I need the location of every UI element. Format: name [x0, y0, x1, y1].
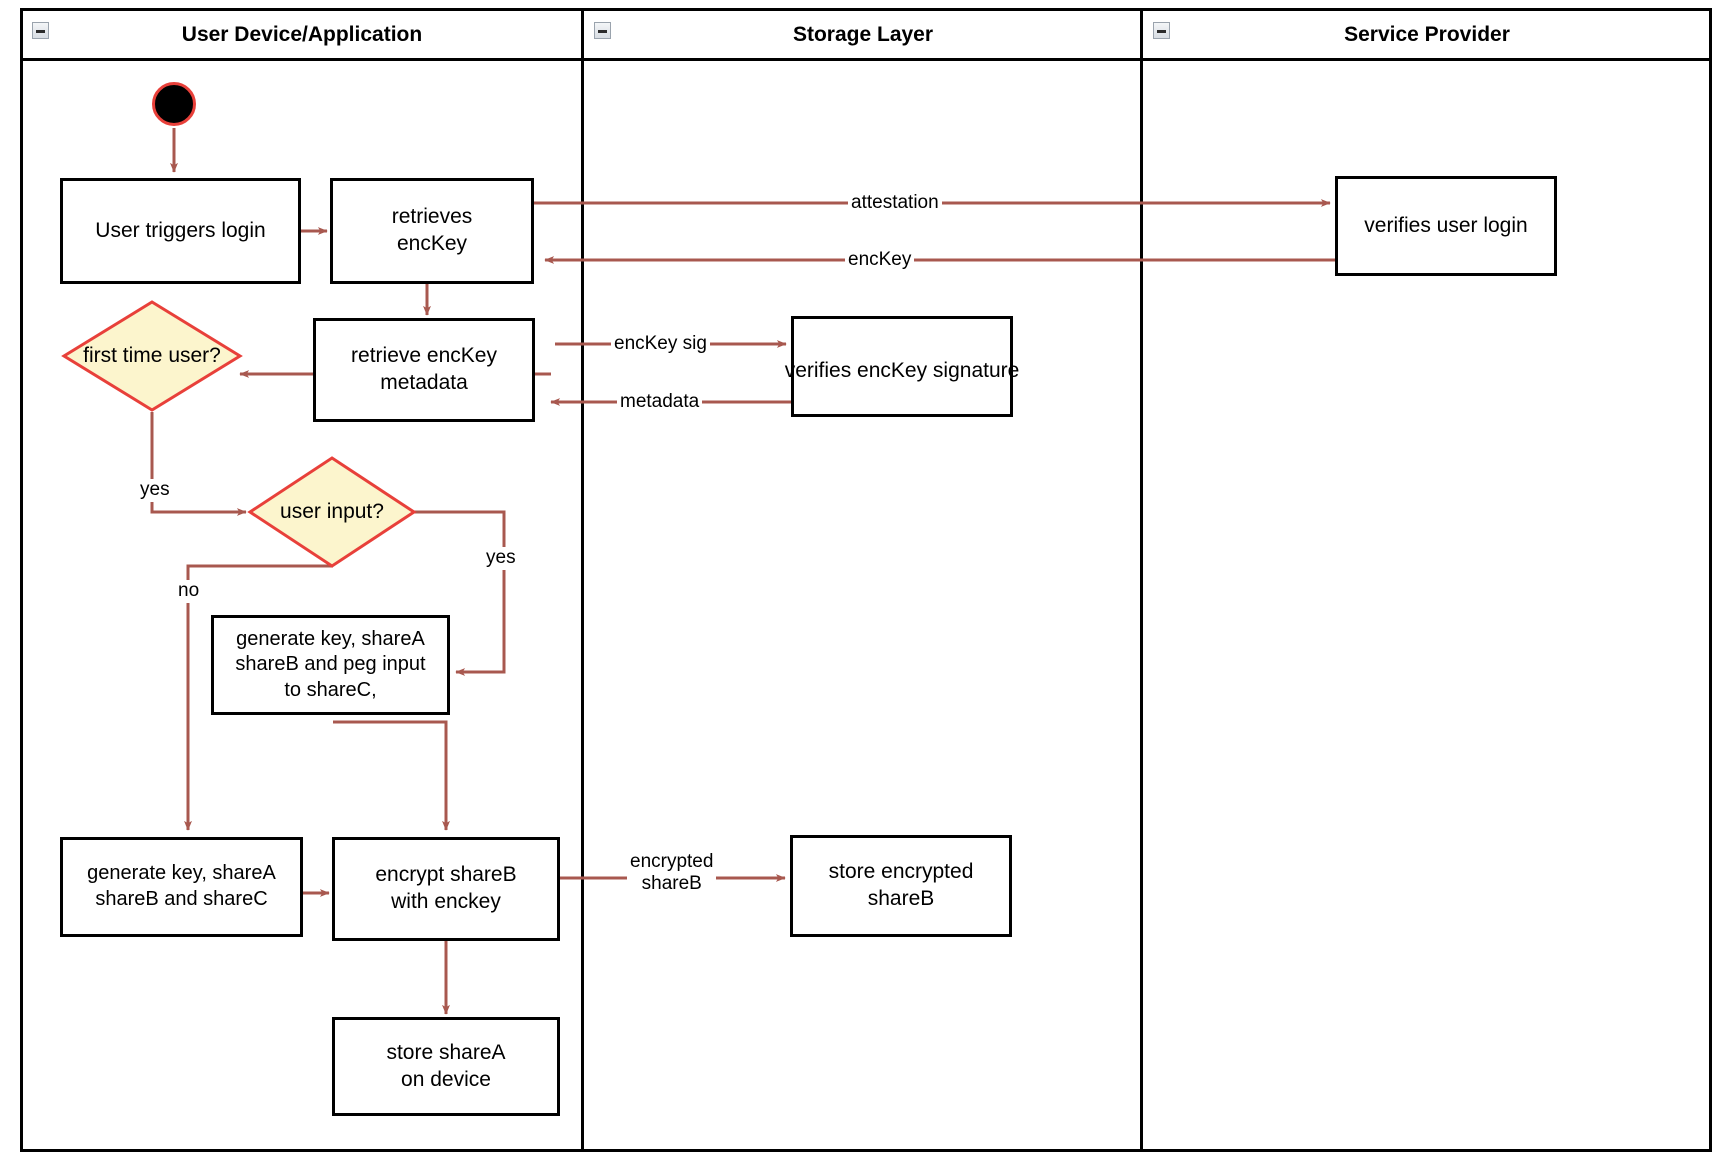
- node-label-line: with enckey: [391, 890, 501, 913]
- minus-icon[interactable]: [594, 22, 611, 39]
- node-label: verifies user login: [1364, 213, 1528, 237]
- node-store-sharea-on-device[interactable]: store shareA on device: [332, 1017, 560, 1116]
- decision-user-input[interactable]: user input?: [247, 456, 417, 568]
- lane-title-user-device: User Device/Application: [181, 23, 423, 46]
- node-label-line: store encrypted: [828, 860, 974, 884]
- node-label-line: shareB: [867, 887, 935, 910]
- lane-title-service-provider: Service Provider: [1344, 23, 1510, 46]
- lane-header-divider: [20, 58, 1712, 61]
- edge-label-yes-first-time: yes: [137, 479, 173, 502]
- node-label-line: encKey: [396, 232, 468, 255]
- node-label-line: generate key, shareA: [87, 862, 276, 885]
- edge-label-encrypted-shareb: encrypted shareB: [627, 851, 717, 896]
- node-label: User triggers login: [95, 218, 266, 242]
- node-label-line: metadata: [380, 371, 468, 394]
- node-retrieves-enckey[interactable]: retrieves encKey: [330, 178, 534, 284]
- lane-title-storage-layer: Storage Layer: [792, 23, 934, 46]
- node-label-line: retrieves: [391, 205, 473, 229]
- edge-label-line: encrypted: [630, 851, 714, 872]
- minus-icon[interactable]: [1153, 22, 1170, 39]
- node-label-line: generate key, shareA: [236, 627, 425, 650]
- node-verifies-user-login[interactable]: verifies user login: [1335, 176, 1557, 276]
- node-store-encrypted-shareb[interactable]: store encrypted shareB: [790, 835, 1012, 937]
- edge-label-line: shareB: [641, 873, 702, 895]
- edge-label-enckey-sig: encKey sig: [611, 333, 710, 356]
- node-label-line: store shareA: [386, 1040, 506, 1064]
- swimlane-frame: [20, 8, 1712, 1152]
- node-user-triggers-login[interactable]: User triggers login: [60, 178, 301, 284]
- node-label-line: encrypt shareB: [375, 863, 517, 887]
- node-encrypt-shareb[interactable]: encrypt shareB with enckey: [332, 837, 560, 941]
- edge-label-enckey: encKey: [845, 249, 915, 272]
- edge-label-metadata: metadata: [617, 391, 703, 414]
- node-verifies-enckey-signature-label: verifies encKey signature: [784, 359, 1020, 382]
- lane-divider-2: [1140, 8, 1143, 1152]
- node-retrieve-enckey-metadata[interactable]: retrieve encKey metadata: [313, 318, 535, 422]
- node-label-line: shareB and peg input: [235, 653, 426, 676]
- initial-node[interactable]: [152, 82, 196, 126]
- node-generate-peg-input[interactable]: generate key, shareA shareB and peg inpu…: [211, 615, 450, 715]
- node-label-line: on device: [401, 1067, 491, 1091]
- minus-icon[interactable]: [32, 22, 49, 39]
- node-label-line: shareB and shareC: [95, 888, 268, 910]
- node-verifies-enckey-signature[interactable]: [791, 316, 1013, 417]
- edge-label-attestation: attestation: [848, 192, 942, 215]
- decision-first-time-user[interactable]: first time user?: [61, 300, 243, 412]
- node-label-line: to shareC,: [284, 678, 377, 701]
- edge-label-yes-user-input: yes: [483, 547, 519, 570]
- edge-label-no-user-input: no: [175, 580, 203, 603]
- lane-divider-1: [581, 8, 584, 1152]
- node-generate-key-shares[interactable]: generate key, shareA shareB and shareC: [60, 837, 303, 937]
- node-label-line: retrieve encKey: [351, 344, 497, 368]
